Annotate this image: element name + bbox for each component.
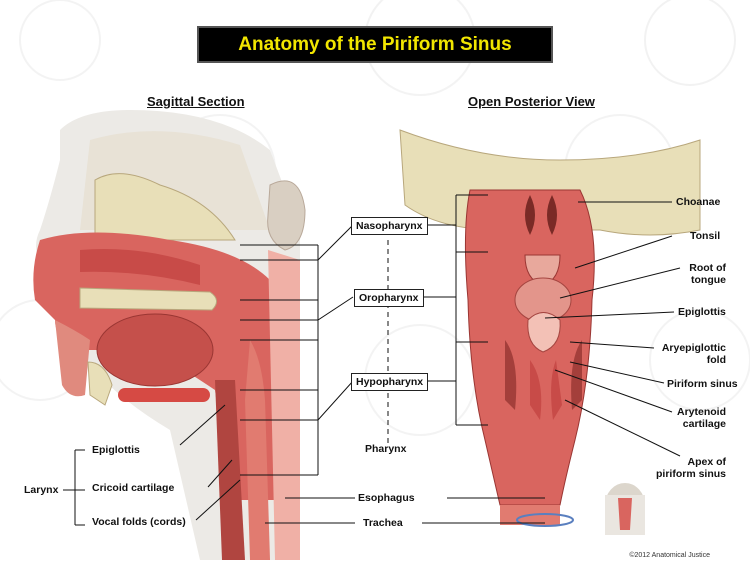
epiglottis-left-label: Epiglottis	[92, 444, 140, 456]
hypopharynx-label: Hypopharynx	[351, 373, 429, 391]
leader-lines	[63, 194, 681, 526]
esophagus-label: Esophagus	[358, 492, 415, 504]
arytenoid-cartilage-label: Arytenoid cartilage	[676, 406, 726, 430]
oropharynx-label: Oropharynx	[354, 289, 424, 307]
sagittal-head	[33, 110, 306, 560]
page-title: Anatomy of the Piriform Sinus	[238, 33, 512, 55]
copyright-notice: ©2012 Anatomical Justice	[629, 552, 710, 559]
orientation-inset	[605, 483, 645, 535]
tonsil-label: Tonsil	[690, 230, 721, 242]
sagittal-heading: Sagittal Section	[147, 94, 245, 109]
apex-piriform-sinus-label: Apex of piriform sinus	[655, 456, 726, 480]
nasopharynx-label: Nasopharynx	[351, 217, 428, 235]
choanae-label: Choanae	[676, 196, 721, 208]
aryepiglottic-fold-label: Aryepiglottic fold	[661, 342, 726, 366]
root-of-tongue-label: Root of tongue	[689, 262, 726, 286]
posterior-view	[399, 129, 701, 527]
epiglottis-right-label: Epiglottis	[678, 306, 726, 318]
cricoid-label: Cricoid cartilage	[92, 482, 175, 494]
trachea-label: Trachea	[363, 517, 403, 529]
posterior-heading: Open Posterior View	[468, 94, 595, 109]
pharynx-label: Pharynx	[365, 443, 407, 455]
title-banner: Anatomy of the Piriform Sinus	[197, 26, 553, 63]
vocal-folds-label: Vocal folds (cords)	[92, 516, 186, 528]
piriform-sinus-label: Piriform sinus	[667, 378, 738, 390]
larynx-label: Larynx	[24, 484, 59, 496]
